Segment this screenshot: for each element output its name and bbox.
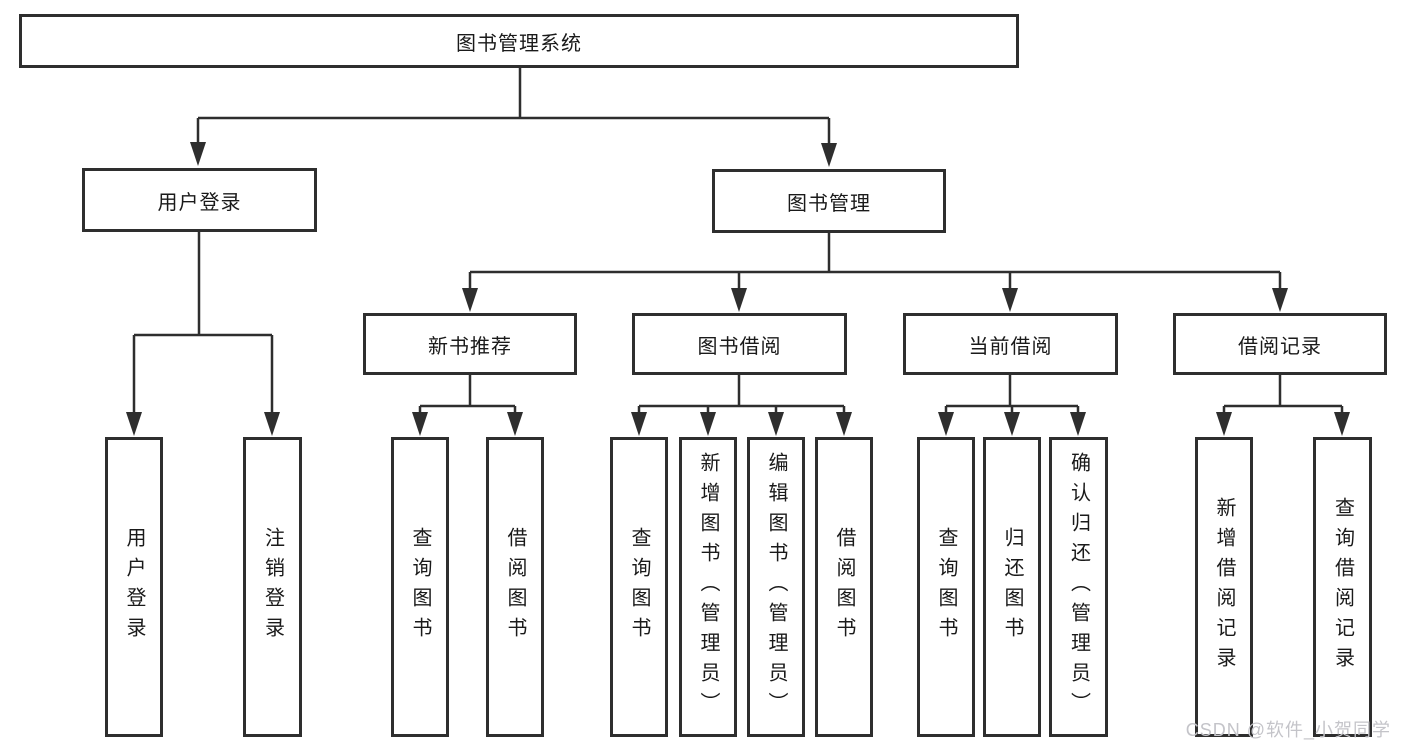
arrowhead-icon	[1004, 412, 1020, 436]
node-new-book-recommendation-label: 新书推荐	[428, 335, 512, 358]
edge-book-borrowing-to-leaves	[631, 375, 852, 436]
node-borrow-books-borrowing-label: 借阅图书	[833, 527, 855, 647]
node-book-borrowing-label: 图书借阅	[697, 335, 782, 358]
arrowhead-icon	[731, 288, 747, 312]
arrowhead-icon	[190, 142, 206, 166]
edge-user-login-to-leaves	[126, 232, 280, 436]
edge-book-management-to-level3	[462, 233, 1288, 312]
node-return-books: 归还图书	[983, 437, 1041, 737]
node-root: 图书管理系统	[19, 14, 1019, 68]
node-query-books-borrowing-label: 查询图书	[628, 527, 650, 647]
arrowhead-icon	[264, 412, 280, 436]
node-return-books-label: 归还图书	[1001, 527, 1023, 647]
node-query-books-recommend: 查询图书	[391, 437, 449, 737]
arrowhead-icon	[1216, 412, 1232, 436]
node-borrow-books-borrowing: 借阅图书	[815, 437, 873, 737]
arrowhead-icon	[462, 288, 478, 312]
node-add-books-admin-label: 新增图书（管理员）	[697, 452, 719, 722]
node-user-login-label: 用户登录	[157, 191, 242, 214]
node-query-books-recommend-label: 查询图书	[409, 527, 431, 647]
node-edit-books-admin-label: 编辑图书（管理员）	[765, 452, 787, 722]
node-add-borrow-record: 新增借阅记录	[1195, 437, 1253, 737]
node-query-books-current: 查询图书	[917, 437, 975, 737]
node-book-management: 图书管理	[712, 169, 946, 233]
arrowhead-icon	[938, 412, 954, 436]
node-confirm-return-admin: 确认归还（管理员）	[1049, 437, 1108, 737]
node-add-borrow-record-label: 新增借阅记录	[1213, 497, 1235, 677]
node-user-login: 用户登录	[82, 168, 317, 232]
node-query-books-borrowing: 查询图书	[610, 437, 668, 737]
node-confirm-return-admin-label: 确认归还（管理员）	[1067, 452, 1090, 722]
arrowhead-icon	[126, 412, 142, 436]
node-root-label: 图书管理系统	[456, 32, 582, 55]
edge-borrowing-records-to-leaves	[1216, 375, 1350, 436]
arrowhead-icon	[507, 412, 523, 436]
arrowhead-icon	[1334, 412, 1350, 436]
arrowhead-icon	[821, 143, 837, 167]
node-edit-books-admin: 编辑图书（管理员）	[747, 437, 805, 737]
node-query-borrow-record-label: 查询借阅记录	[1331, 497, 1354, 677]
node-query-books-current-label: 查询图书	[935, 527, 957, 647]
edge-new-book-recommendation-to-leaves	[412, 375, 523, 436]
node-query-borrow-record: 查询借阅记录	[1313, 437, 1372, 737]
arrowhead-icon	[1272, 288, 1288, 312]
arrowhead-icon	[700, 412, 716, 436]
node-logout-leaf: 注销登录	[243, 437, 302, 737]
node-borrow-books-recommend-label: 借阅图书	[504, 527, 526, 647]
arrowhead-icon	[412, 412, 428, 436]
arrowhead-icon	[836, 412, 852, 436]
arrowhead-icon	[1070, 412, 1086, 436]
arrowhead-icon	[1002, 288, 1018, 312]
node-book-borrowing: 图书借阅	[632, 313, 847, 375]
node-current-borrowing: 当前借阅	[903, 313, 1118, 375]
node-user-login-leaf: 用户登录	[105, 437, 163, 737]
arrowhead-icon	[631, 412, 647, 436]
edge-current-borrowing-to-leaves	[938, 375, 1086, 436]
node-user-login-leaf-label: 用户登录	[123, 527, 145, 647]
node-current-borrowing-label: 当前借阅	[968, 335, 1053, 358]
node-borrow-books-recommend: 借阅图书	[486, 437, 544, 737]
node-add-books-admin: 新增图书（管理员）	[679, 437, 737, 737]
node-new-book-recommendation: 新书推荐	[363, 313, 577, 375]
node-book-management-label: 图书管理	[787, 192, 871, 215]
node-logout-leaf-label: 注销登录	[261, 527, 284, 647]
watermark: CSDN @软件_小贺同学	[1185, 720, 1391, 740]
node-borrowing-records-label: 借阅记录	[1238, 335, 1322, 358]
edge-root-to-level2	[190, 68, 837, 167]
arrowhead-icon	[768, 412, 784, 436]
node-borrowing-records: 借阅记录	[1173, 313, 1387, 375]
